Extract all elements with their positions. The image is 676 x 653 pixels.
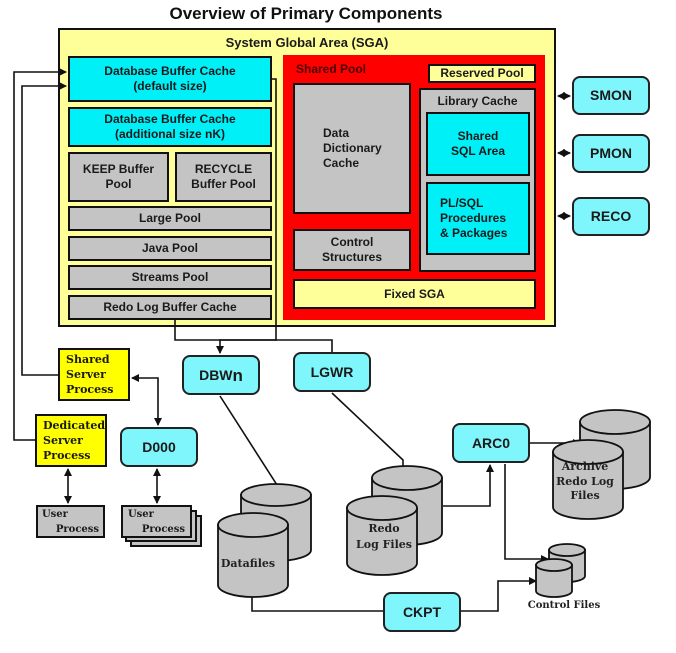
user-process-dedicated: User Process	[36, 505, 105, 538]
connector-lgwr-redo	[331, 392, 407, 476]
recycle-buffer-pool: RECYCLE Buffer Pool	[175, 152, 272, 202]
sga-label: System Global Area (SGA)	[225, 35, 389, 50]
fixed-sga: Fixed SGA	[293, 279, 536, 309]
reco-process: RECO	[572, 197, 650, 236]
connector-dbwn-datafiles	[219, 395, 281, 498]
plsql-procedures-packages: PL/SQL Procedures & Packages	[426, 182, 530, 255]
ckpt-process: CKPT	[383, 592, 461, 632]
smon-process: SMON	[572, 76, 650, 115]
db-buffer-cache-default: Database Buffer Cache (default size)	[68, 56, 272, 102]
archive-cylinder-front	[552, 439, 624, 520]
redo-log-files-label-2: Log Files	[356, 538, 412, 551]
connector-shared-d000	[131, 374, 162, 426]
dbwn-subscript: n	[232, 365, 243, 385]
connector-redo-arc0	[443, 464, 494, 507]
keep-buffer-pool: KEEP Buffer Pool	[68, 152, 169, 202]
control-structures: Control Structures	[293, 229, 411, 271]
archive-label-3: Files	[570, 489, 599, 502]
dedicated-server-process: Dedicated Server Process	[35, 414, 107, 467]
user-process-shared: User Process	[121, 505, 192, 538]
db-buffer-cache-nk: Database Buffer Cache (additional size n…	[68, 107, 272, 147]
connector-ckpt-control	[461, 577, 537, 612]
diagram-title: Overview of Primary Components	[169, 4, 443, 23]
archive-label-2: Redo Log	[556, 475, 614, 488]
connector-arc0-control	[504, 464, 549, 563]
connector-shared-to-buffer	[21, 82, 67, 376]
d000-dispatcher: D000	[120, 427, 198, 467]
shared-pool-label: Shared Pool	[296, 62, 367, 76]
control-file-cylinder-front	[535, 558, 573, 598]
archive-label-1: Archive	[561, 460, 609, 473]
connector-buffer-to-dbwn	[216, 78, 277, 354]
user-process-label: User Process	[41, 508, 100, 535]
redo-log-buffer-cache: Redo Log Buffer Cache	[68, 295, 272, 320]
redo-log-files-label-1: Redo	[368, 522, 399, 535]
data-dictionary-cache: Data Dictionary Cache	[293, 83, 411, 214]
reserved-pool: Reserved Pool	[428, 64, 536, 83]
connector-dedicated-to-buffer	[13, 68, 67, 441]
library-cache-label: Library Cache	[437, 94, 518, 108]
datafiles-cylinder-front	[217, 512, 289, 598]
user-process-label: User Process	[127, 508, 186, 535]
shared-sql-area: Shared SQL Area	[426, 112, 530, 176]
java-pool: Java Pool	[68, 236, 272, 261]
dbwn-label: DBW	[199, 366, 233, 383]
connector-redo-buffer-to-lgwr	[174, 320, 333, 352]
large-pool: Large Pool	[68, 206, 272, 231]
redo-log-cylinder-front	[346, 495, 418, 576]
shared-server-process: Shared Server Process	[58, 348, 130, 401]
datafiles-label: Datafiles	[221, 557, 275, 570]
streams-pool: Streams Pool	[68, 265, 272, 290]
lgwr-process: LGWR	[293, 352, 371, 392]
pmon-process: PMON	[572, 134, 650, 173]
control-files-label: Control Files	[528, 600, 601, 611]
arc0-process: ARC0	[452, 423, 530, 463]
